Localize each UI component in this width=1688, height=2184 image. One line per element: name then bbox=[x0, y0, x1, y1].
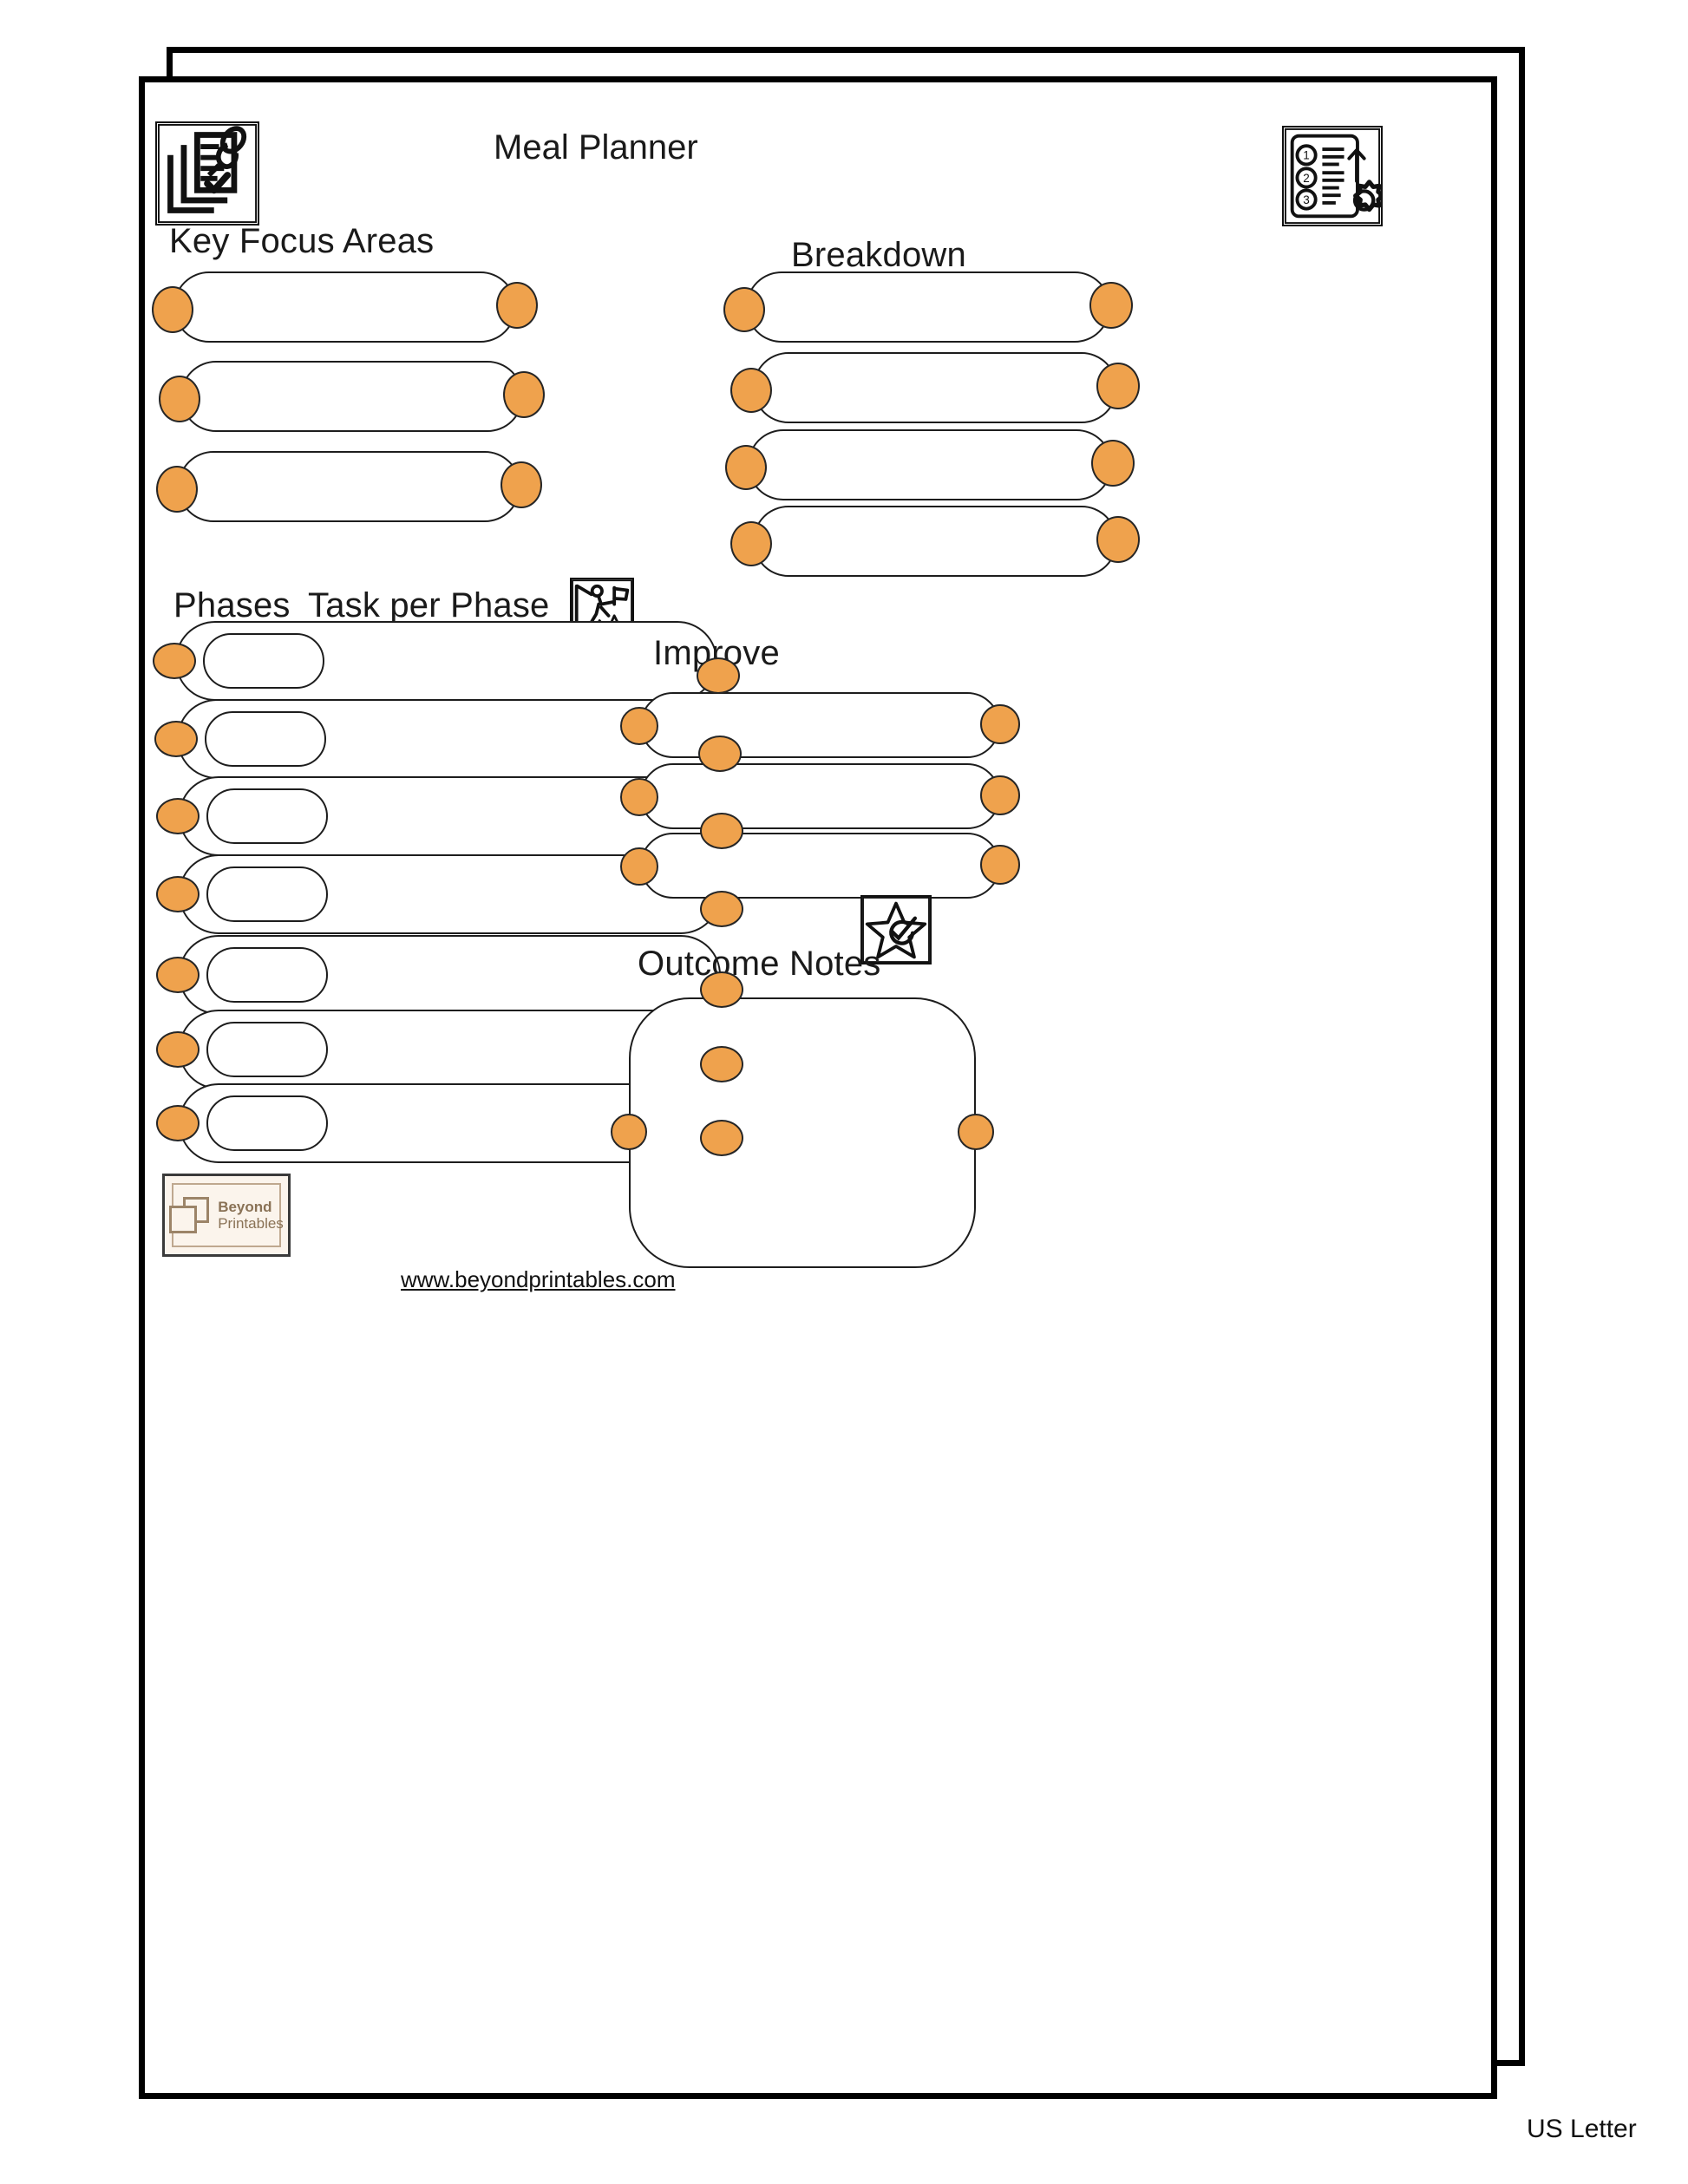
improve-field-row bbox=[620, 763, 1020, 829]
star-check-icon bbox=[860, 895, 932, 964]
row-dot-right bbox=[700, 813, 743, 849]
phase-row bbox=[153, 621, 740, 701]
row-dot-left bbox=[156, 798, 200, 834]
breakdown-field-row bbox=[730, 352, 1140, 423]
row-dot-left bbox=[611, 1114, 647, 1150]
key-focus-heading: Key Focus Areas bbox=[169, 222, 435, 260]
brand-logo-text: Beyond Printables bbox=[218, 1199, 284, 1232]
row-dot-right bbox=[1089, 282, 1133, 329]
row-dot-left bbox=[723, 287, 765, 332]
breakdown-input-4[interactable] bbox=[753, 506, 1117, 577]
row-dot-right bbox=[496, 282, 538, 329]
row-dot-right bbox=[1096, 363, 1140, 409]
page-title: Meal Planner bbox=[494, 128, 698, 167]
row-dot-left bbox=[730, 521, 772, 566]
stacked-pages-icon bbox=[169, 1197, 210, 1233]
row-dot-left bbox=[156, 1031, 200, 1068]
row-dot-left bbox=[730, 368, 772, 413]
breakdown-field-row bbox=[723, 271, 1133, 343]
breakdown-heading: Breakdown bbox=[791, 236, 966, 274]
numbered-list-gear-icon: 1 2 3 bbox=[1282, 126, 1383, 226]
row-dot-left bbox=[153, 643, 196, 679]
outcome-notes-heading: Outcome Notes bbox=[638, 945, 881, 983]
svg-text:3: 3 bbox=[1303, 193, 1310, 206]
brand-logo: Beyond Printables bbox=[162, 1174, 291, 1257]
row-dot-right bbox=[980, 845, 1020, 885]
website-link[interactable]: www.beyondprintables.com bbox=[401, 1266, 676, 1292]
svg-text:1: 1 bbox=[1303, 149, 1310, 162]
phase-row bbox=[156, 935, 743, 1015]
phase-input-3[interactable] bbox=[206, 788, 328, 844]
row-dot-right bbox=[980, 775, 1020, 815]
row-dot-left bbox=[620, 847, 658, 886]
row-dot-left bbox=[156, 1105, 200, 1141]
phase-input-1[interactable] bbox=[203, 633, 324, 689]
key-focus-field-row bbox=[152, 271, 538, 343]
phases-heading: Phases bbox=[173, 586, 291, 624]
row-dot-left bbox=[156, 957, 200, 993]
improve-input-1[interactable] bbox=[640, 692, 1000, 758]
row-dot-right bbox=[1096, 516, 1140, 563]
row-dot-right bbox=[700, 891, 743, 927]
row-dot-left bbox=[620, 707, 658, 745]
row-dot-right bbox=[698, 736, 742, 772]
row-dot-right bbox=[700, 1046, 743, 1082]
phase-input-7[interactable] bbox=[206, 1095, 328, 1151]
row-dot-right bbox=[1091, 440, 1135, 487]
improve-field-row bbox=[620, 692, 1020, 758]
row-dot-left bbox=[156, 876, 200, 912]
improve-input-3[interactable] bbox=[640, 833, 1000, 899]
phase-input-2[interactable] bbox=[205, 711, 326, 767]
row-dot-right bbox=[700, 1120, 743, 1156]
row-dot-right bbox=[958, 1114, 994, 1150]
breakdown-input-2[interactable] bbox=[753, 352, 1117, 423]
svg-text:2: 2 bbox=[1303, 172, 1310, 185]
breakdown-input-3[interactable] bbox=[748, 429, 1112, 500]
phase-input-6[interactable] bbox=[206, 1022, 328, 1077]
paper-size-caption: US Letter bbox=[1527, 2115, 1637, 2143]
checklist-pin-icon bbox=[155, 121, 259, 226]
key-focus-field-row bbox=[156, 451, 542, 522]
breakdown-input-1[interactable] bbox=[746, 271, 1110, 343]
row-dot-left bbox=[152, 286, 193, 333]
row-dot-right bbox=[700, 971, 743, 1008]
row-dot-left bbox=[620, 778, 658, 816]
key-focus-input-1[interactable] bbox=[173, 271, 516, 343]
key-focus-field-row bbox=[159, 361, 545, 432]
phase-input-4[interactable] bbox=[206, 866, 328, 922]
task-per-phase-heading: Task per Phase bbox=[308, 586, 550, 624]
row-dot-left bbox=[154, 721, 198, 757]
row-dot-right bbox=[501, 461, 542, 508]
improve-input-2[interactable] bbox=[640, 763, 1000, 829]
key-focus-input-2[interactable] bbox=[180, 361, 523, 432]
brand-logo-inner: Beyond Printables bbox=[169, 1183, 284, 1247]
brand-name-line2: Printables bbox=[218, 1215, 284, 1232]
outcome-notes-row bbox=[611, 997, 994, 1268]
row-dot-right bbox=[980, 704, 1020, 744]
improve-field-row bbox=[620, 833, 1020, 899]
row-dot-right bbox=[697, 657, 740, 694]
row-dot-left bbox=[725, 445, 767, 490]
key-focus-input-3[interactable] bbox=[178, 451, 520, 522]
page-content: Meal Planner bbox=[139, 76, 1497, 2099]
breakdown-field-row bbox=[725, 429, 1135, 500]
brand-name-line1: Beyond bbox=[218, 1198, 272, 1215]
row-dot-left bbox=[159, 376, 200, 422]
row-dot-right bbox=[503, 371, 545, 418]
breakdown-field-row bbox=[730, 506, 1140, 577]
row-dot-left bbox=[156, 466, 198, 513]
outcome-notes-input[interactable] bbox=[629, 997, 976, 1268]
phase-input-5[interactable] bbox=[206, 947, 328, 1003]
